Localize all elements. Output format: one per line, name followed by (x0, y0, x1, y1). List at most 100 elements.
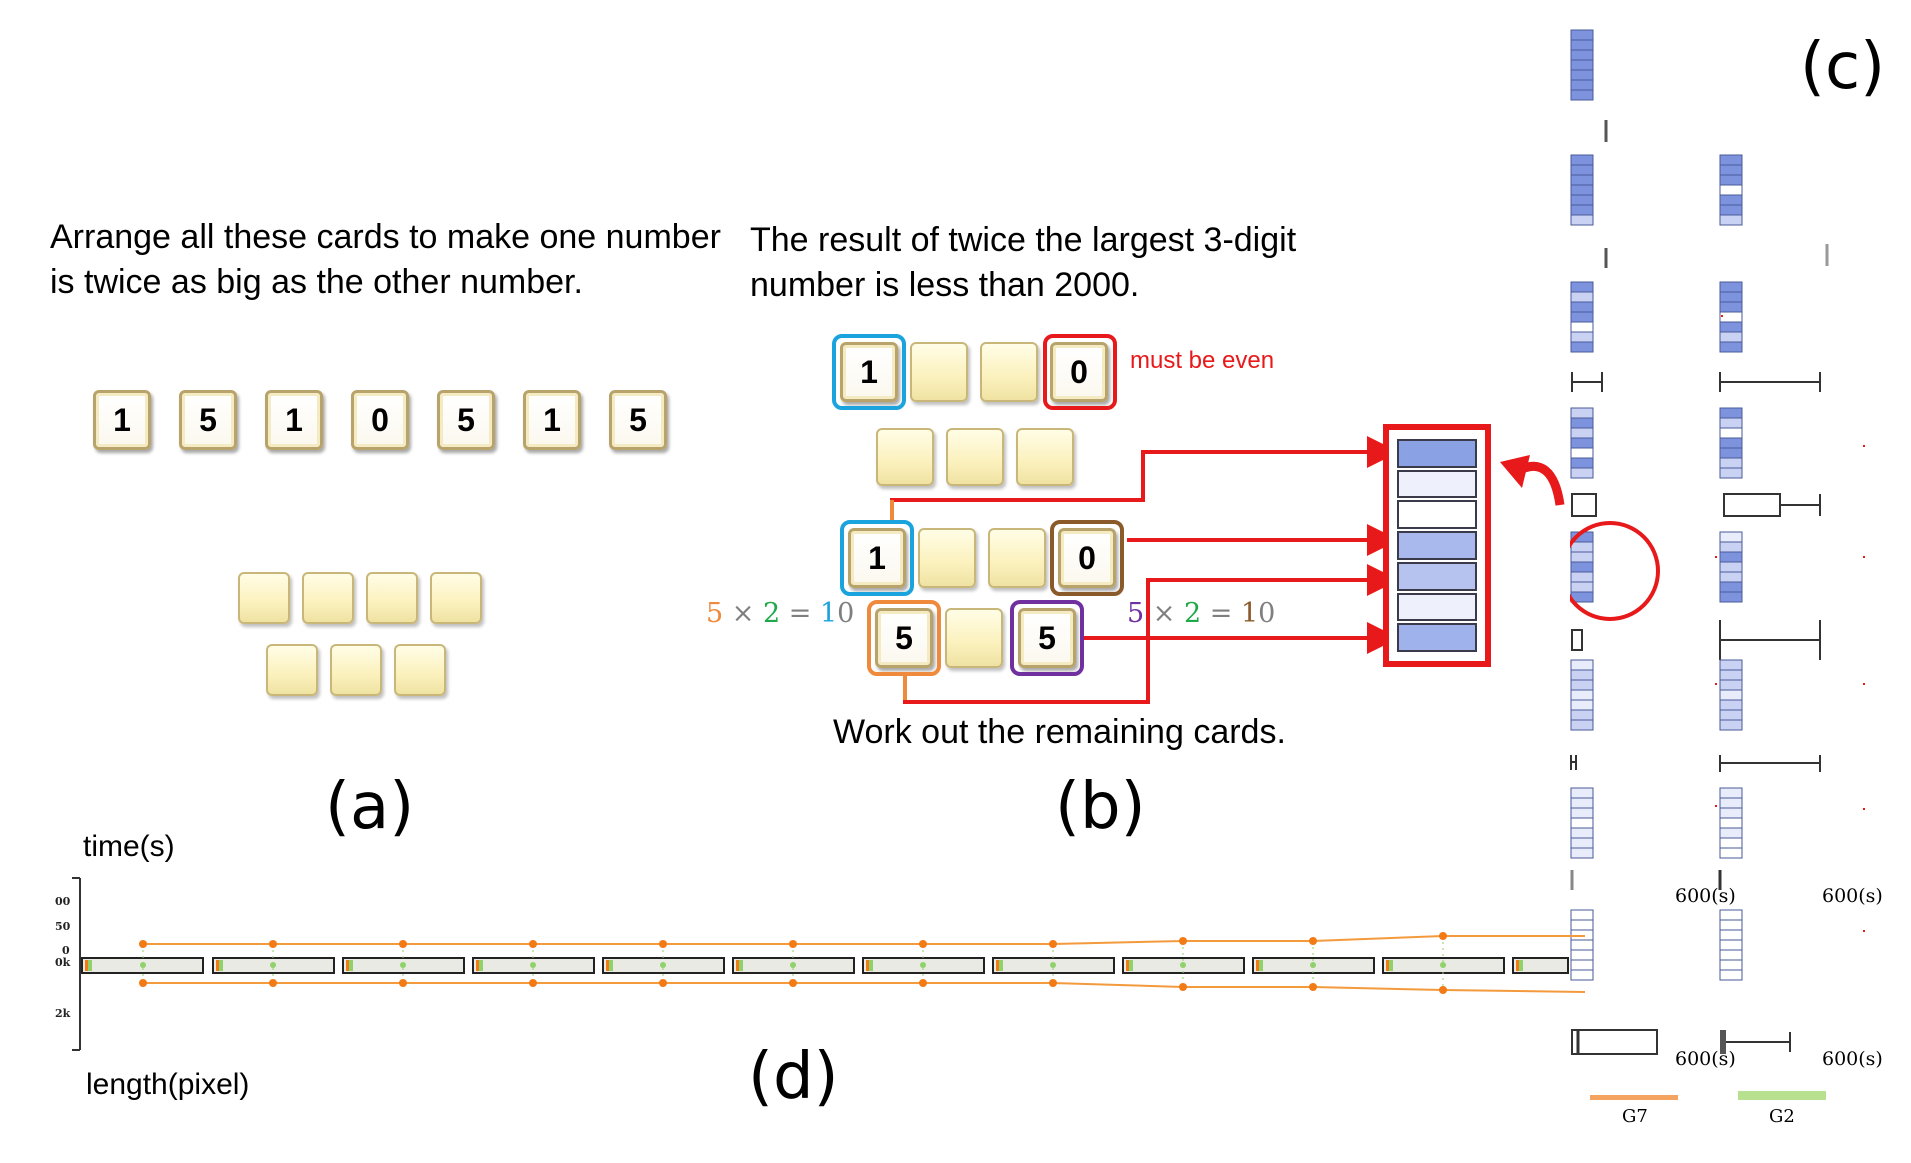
digit-card[interactable]: 1 (523, 390, 581, 450)
digit-card[interactable]: 1 (840, 342, 898, 402)
glyph-cell (1570, 969, 1594, 981)
glyph-cell (1719, 807, 1743, 819)
empty-slot-card[interactable] (330, 644, 382, 696)
segment-start-mark (996, 960, 999, 971)
blue-highlight-ring (832, 334, 906, 410)
digit-card[interactable]: 1 (93, 390, 151, 450)
upper-dot (1309, 937, 1317, 945)
tick-label: 50 (55, 920, 71, 933)
lower-dot (1439, 986, 1447, 994)
glyph-cell (1570, 437, 1594, 449)
panel-label-d: (d) (748, 1040, 839, 1114)
empty-slot-card[interactable] (988, 528, 1046, 588)
empty-slot-card[interactable] (945, 608, 1003, 668)
panel-label-b: (b) (1055, 770, 1146, 844)
glyph-cell (1570, 689, 1594, 701)
digit-card[interactable]: 1 (848, 528, 906, 588)
red-mark (1863, 930, 1865, 932)
segment-start-mark (866, 960, 869, 971)
segment-start-mark (1256, 960, 1259, 971)
upper-dot (789, 940, 797, 948)
empty-slot-card[interactable] (430, 572, 482, 624)
empty-slot-card[interactable] (918, 528, 976, 588)
tick-label: 00 (55, 895, 71, 908)
empty-slot-card[interactable] (980, 342, 1038, 402)
empty-slot-card[interactable] (910, 342, 968, 402)
hint-line-2: number is less than 2000. (750, 266, 1140, 304)
legend-swatch-g2 (1738, 1091, 1826, 1100)
glyph-cell (1719, 311, 1743, 323)
lower-dot (919, 979, 927, 987)
segment-start-mark (736, 960, 739, 971)
empty-slot-card[interactable] (366, 572, 418, 624)
center-dot (920, 962, 926, 968)
glyph-cell (1719, 341, 1743, 353)
lower-dot (139, 979, 147, 987)
center-dot (270, 962, 276, 968)
glyph-cell (1719, 969, 1743, 981)
empty-slot-card[interactable] (946, 428, 1004, 486)
glyph-cell (1719, 437, 1743, 449)
glyph-cell (1570, 417, 1594, 429)
digit-card[interactable]: 1 (265, 390, 323, 450)
bar-glyph (1570, 154, 1594, 226)
glyph-cell (1719, 919, 1743, 931)
digit-card[interactable]: 5 (875, 608, 933, 668)
glyph-cell (1719, 561, 1743, 573)
lower-trend-line (143, 982, 1585, 993)
empty-slot-card[interactable] (302, 572, 354, 624)
range-whisker (1719, 372, 1821, 392)
panel-label-a: (a) (325, 770, 415, 844)
segment-start-mark (346, 960, 349, 971)
glyph-cell (1719, 174, 1743, 186)
glyph-cell (1570, 29, 1594, 41)
glyph-cell (1719, 591, 1743, 603)
glyph-cell (1570, 321, 1594, 333)
glyph-cell (1719, 457, 1743, 469)
y-axis-title: time(s) (83, 830, 175, 863)
bar-glyph (1570, 787, 1594, 859)
glyph-cell (1719, 447, 1743, 459)
digit-card[interactable]: 5 (437, 390, 495, 450)
empty-slot-card[interactable] (1016, 428, 1074, 486)
glyph-cell (1719, 909, 1743, 921)
digit-card[interactable]: 5 (609, 390, 667, 450)
glyph-cell (1570, 447, 1594, 459)
timeline-chart: 00 50 0 0k 2k (55, 877, 1585, 1051)
time-label: 600(s) (1675, 1048, 1736, 1070)
digit-card[interactable]: 0 (1050, 342, 1108, 402)
red-mark (1863, 808, 1865, 810)
glyph-cell (1719, 164, 1743, 176)
bar-glyph (1570, 531, 1594, 603)
glyph-cell (1570, 214, 1594, 226)
segment-green-mark (869, 960, 873, 971)
glyph-cell (1570, 174, 1594, 186)
legend-label-g7: G7 (1622, 1106, 1648, 1127)
digit-card[interactable]: 5 (179, 390, 237, 450)
segment-green-mark (219, 960, 223, 971)
center-dot (1440, 962, 1446, 968)
empty-slot-card[interactable] (394, 644, 446, 696)
digit-card[interactable]: 0 (351, 390, 409, 450)
lower-dot (659, 979, 667, 987)
zoomed-bar-glyph (1383, 424, 1491, 667)
segment-green-mark (88, 960, 92, 971)
segment-start-mark (476, 960, 479, 971)
center-dot (1050, 962, 1056, 968)
empty-slot-card[interactable] (876, 428, 934, 486)
glyph-cell (1570, 291, 1594, 303)
empty-slot-card[interactable] (266, 644, 318, 696)
upper-dot (529, 940, 537, 948)
lower-dot (1179, 983, 1187, 991)
time-label: 600(s) (1675, 885, 1736, 907)
segment-start-mark (1516, 960, 1519, 971)
glyph-cell (1570, 164, 1594, 176)
upper-trend-line (143, 935, 1585, 945)
legend-swatch-g7 (1590, 1095, 1678, 1100)
digit-card[interactable]: 0 (1058, 528, 1116, 588)
box-plot (1571, 493, 1597, 517)
digit-card[interactable]: 5 (1018, 608, 1076, 668)
center-dot (1310, 962, 1316, 968)
glyph-cell (1719, 417, 1743, 429)
empty-slot-card[interactable] (238, 572, 290, 624)
